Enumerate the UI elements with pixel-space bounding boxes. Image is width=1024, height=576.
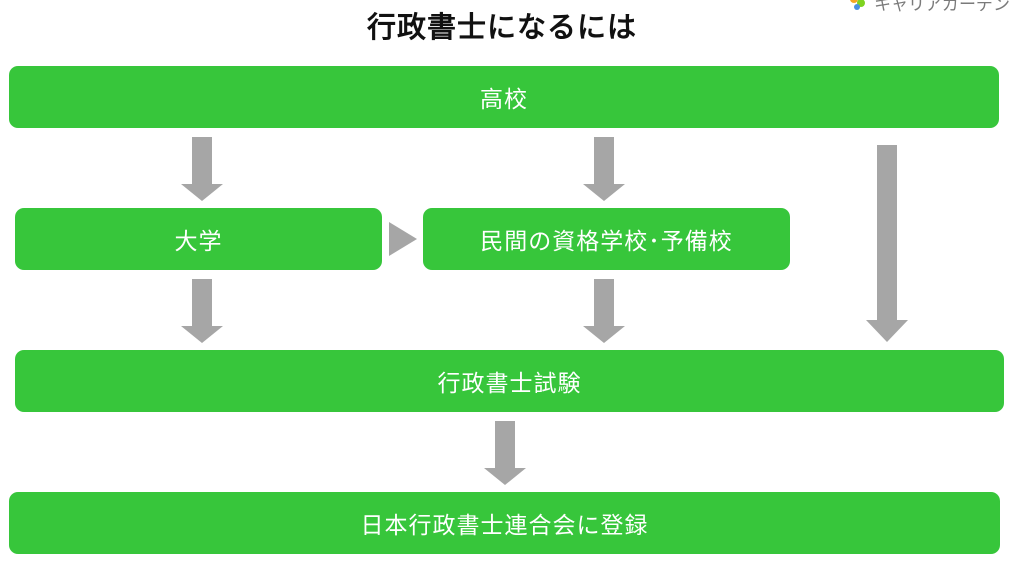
node-private-school-label: 民間の資格学校･予備校 <box>480 229 733 255</box>
node-exam-label: 行政書士試験 <box>437 371 582 397</box>
arrow-down-icon <box>583 137 625 201</box>
arrow-down-icon <box>484 421 526 485</box>
node-high-school-label: 高校 <box>480 87 528 113</box>
node-registration-label: 日本行政書士連合会に登録 <box>360 513 649 539</box>
diagram-title: 行政書士になるには <box>366 10 637 44</box>
node-university: 大学 <box>15 208 382 270</box>
node-registration: 日本行政書士連合会に登録 <box>9 492 1000 554</box>
arrow-down-icon <box>583 279 625 343</box>
node-university-label: 大学 <box>174 229 223 255</box>
node-high-school: 高校 <box>9 66 999 128</box>
arrow-down-icon <box>181 279 223 343</box>
brand-logo: キャリアガーデン <box>848 0 1010 15</box>
node-exam: 行政書士試験 <box>15 350 1004 412</box>
arrow-right-icon <box>389 222 417 256</box>
arrow-down-icon <box>181 137 223 201</box>
arrow-down-icon <box>866 145 908 342</box>
brand-logo-text: キャリアガーデン <box>874 0 1010 15</box>
leaf-logo-icon <box>848 0 870 13</box>
node-private-school: 民間の資格学校･予備校 <box>423 208 790 270</box>
